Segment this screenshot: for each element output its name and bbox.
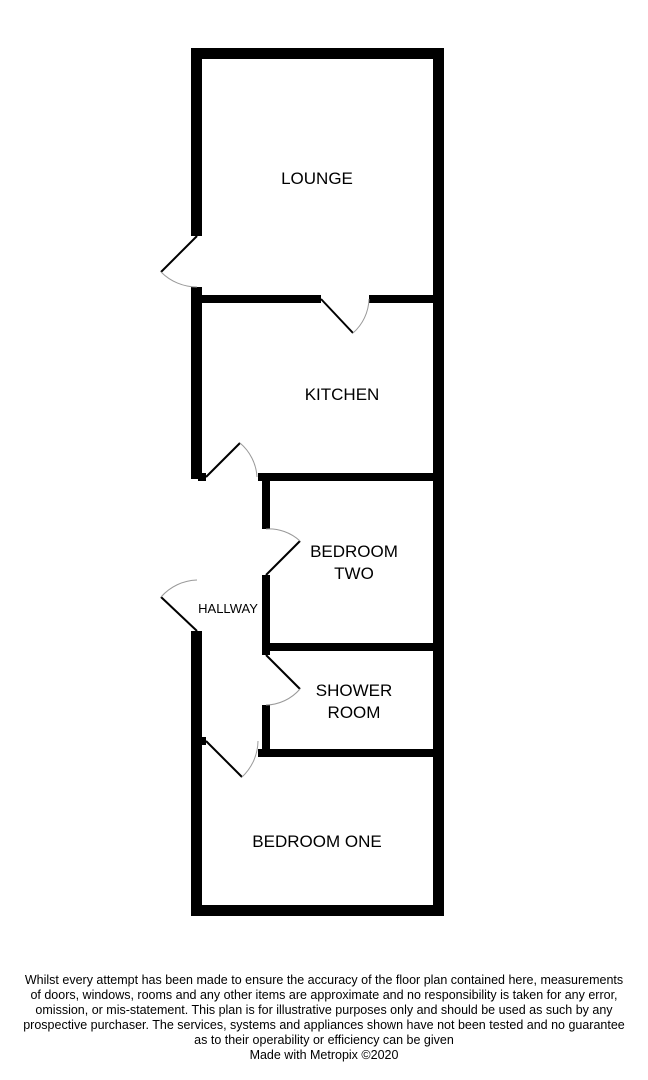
disclaimer-line: omission, or mis-statement. This plan is… [35,1003,613,1017]
outer-wall-left-3 [191,631,202,916]
door-swing-lounge-kitchen [352,298,370,334]
wall-hall-right-3 [262,705,270,756]
disclaimer-line: prospective purchaser. The services, sys… [23,1018,625,1032]
wall-kitchen-bottom-stub [198,473,206,481]
disclaimer-line: Whilst every attempt has been made to en… [24,973,624,987]
door-leaf-bedroom-two [265,540,301,576]
door-swing-kitchen-hall [239,442,258,478]
wall-bed1-stub [198,737,206,745]
doors [160,235,370,778]
wall-hall-right-1 [262,473,270,529]
disclaimer-line: of doors, windows, rooms and any other i… [30,988,618,1002]
door-swing-hall-left [160,579,198,598]
door-leaf-lounge-kitchen [320,298,354,334]
room-label-bedroom-two-line2: TWO [334,564,374,583]
credit-text: Made with Metropix ©2020 [249,1048,399,1062]
room-label-kitchen: KITCHEN [305,385,380,404]
outer-wall-left-2 [191,287,202,479]
outer-wall-left-1 [191,48,202,236]
room-label-bedroom-one: BEDROOM ONE [252,832,381,851]
room-label-bedroom-two-line1: BEDROOM [310,542,398,561]
disclaimer-line: as to their operability or efficiency ca… [194,1033,454,1047]
disclaimer: Whilst every attempt has been made to en… [0,973,648,1063]
wall-lounge-kitchen-b [369,295,439,303]
wall-hall-right-2 [262,575,270,655]
room-label-lounge: LOUNGE [281,169,353,188]
door-leaf-lounge-entrance [160,235,198,273]
door-leaf-shower-room [265,654,301,690]
room-label-shower-room-line2: ROOM [328,703,381,722]
floor-plan: LOUNGE KITCHEN BEDROOM TWO HALLWAY SHOWE… [160,48,444,916]
room-label-shower-room-line1: SHOWER [316,681,393,700]
outer-wall-bottom [191,905,444,916]
outer-wall-right [433,48,444,916]
room-label-hallway: HALLWAY [198,601,258,616]
outer-wall-top [191,48,444,59]
wall-shower-bed1 [258,749,439,757]
door-swing-shower-room [265,688,301,706]
wall-bed2-shower [262,643,439,651]
door-leaf-kitchen-hall [205,442,241,478]
walls [191,48,444,916]
wall-kitchen-bottom [258,473,439,481]
door-swing-bedroom-two [265,528,301,542]
door-swing-bedroom-one [241,740,259,778]
wall-lounge-kitchen-a [191,295,321,303]
room-labels: LOUNGE KITCHEN BEDROOM TWO HALLWAY SHOWE… [198,169,398,851]
door-swing-lounge-entrance [160,271,198,288]
door-leaf-bedroom-one [205,740,243,778]
door-leaf-hall-left [160,596,198,632]
